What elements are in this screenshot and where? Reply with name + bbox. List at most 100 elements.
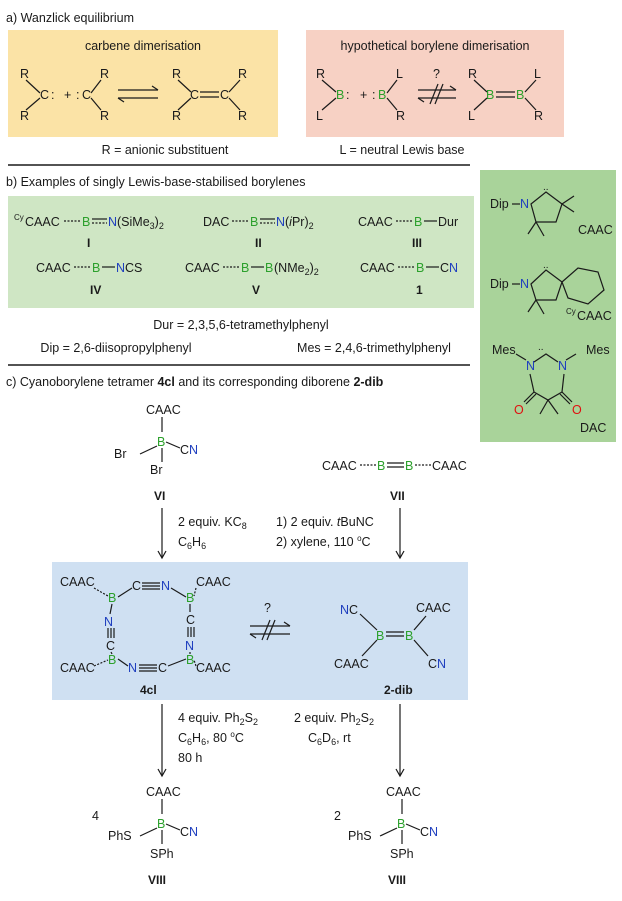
conditions-c6h6-80: C6H6, 80 oC [178, 730, 244, 747]
mes-definition: Mes = 2,4,6-trimethylphenyl [297, 341, 451, 355]
plus-sign: + [64, 88, 71, 102]
svg-text:PhS: PhS [108, 829, 132, 843]
svg-text:CAAC: CAAC [432, 459, 467, 473]
borylene-monomer-right: : B L R [372, 67, 405, 123]
svg-text:(iPr)2: (iPr)2 [285, 215, 314, 231]
svg-text:R: R [316, 67, 325, 81]
svg-text:CAAC: CAAC [360, 261, 395, 275]
svg-text:O: O [514, 403, 524, 417]
caac-structure: Dip N .. CAAC [490, 182, 613, 237]
label-VIII-right: VIII [388, 873, 406, 887]
svg-text:L: L [468, 109, 475, 123]
svg-text:(NMe2)2: (NMe2)2 [274, 261, 319, 277]
conditions-c6h6: C6H6 [178, 535, 206, 551]
conditions-4-ph2s2: 4 equiv. Ph2S2 [178, 711, 258, 727]
svg-text:B: B [157, 435, 165, 449]
svg-text::: : [51, 88, 54, 102]
cy-caac-structure: Dip N .. Cy CAAC [490, 260, 612, 323]
svg-text:R: R [20, 109, 29, 123]
carbene-panel [8, 30, 278, 137]
svg-text:C: C [190, 88, 199, 102]
svg-text:B: B [157, 817, 165, 831]
question-mark-2: ? [264, 601, 271, 615]
svg-text:R: R [238, 67, 247, 81]
svg-text:SPh: SPh [390, 847, 414, 861]
svg-text:N: N [189, 443, 198, 457]
svg-text:N: N [189, 825, 198, 839]
svg-text:CAAC: CAAC [578, 223, 613, 237]
borylene-panel [306, 30, 564, 137]
svg-text:Mes: Mes [492, 343, 516, 357]
reaction-arrow-right [395, 508, 405, 560]
svg-text:CAAC: CAAC [25, 215, 60, 229]
plus-sign-2: + [360, 88, 367, 102]
svg-text:N: N [128, 661, 137, 675]
svg-text:B: B [414, 215, 422, 229]
svg-text:CAAC: CAAC [36, 261, 71, 275]
label-VI: VI [154, 489, 165, 503]
label-4cl: 4cl [140, 683, 157, 697]
svg-text:B: B [92, 261, 100, 275]
label-VIII-left: VIII [148, 873, 166, 887]
label-V: V [252, 283, 260, 297]
svg-text:DAC: DAC [203, 215, 229, 229]
svg-text:N: N [185, 639, 194, 653]
question-mark: ? [433, 67, 440, 81]
svg-text:CAAC: CAAC [358, 215, 393, 229]
svg-text:CS: CS [125, 261, 142, 275]
svg-text::: : [372, 88, 375, 102]
svg-text:B: B [378, 88, 386, 102]
svg-text:B: B [108, 653, 116, 667]
section-a-heading: a) Wanzlick equilibrium [6, 11, 134, 25]
svg-text:B: B [265, 261, 273, 275]
svg-text:Br: Br [150, 463, 163, 477]
alkene-dimer: R R C C R R [172, 67, 247, 123]
conditions-kc8: 2 equiv. KC8 [178, 515, 247, 531]
svg-text:N: N [116, 261, 125, 275]
svg-text:B: B [376, 629, 384, 643]
svg-text:N: N [526, 359, 535, 373]
svg-text:B: B [377, 459, 385, 473]
dip-definition: Dip = 2,6-diisopropylphenyl [40, 341, 191, 355]
svg-text:B: B [336, 88, 344, 102]
svg-text:B: B [405, 459, 413, 473]
svg-text:C: C [349, 603, 358, 617]
compound-I: Cy CAAC B N (SiMe3)2 I [14, 213, 164, 250]
svg-text:..: .. [543, 260, 549, 271]
svg-text:C: C [220, 88, 229, 102]
svg-text:N: N [520, 197, 529, 211]
svg-text:R: R [20, 67, 29, 81]
section-b-heading: b) Examples of singly Lewis-base-stabili… [6, 175, 305, 189]
svg-text:L: L [396, 67, 403, 81]
svg-text:R: R [238, 109, 247, 123]
svg-text:R: R [172, 109, 181, 123]
diborene-dimer: R L B B L R [468, 67, 543, 123]
svg-text:B: B [250, 215, 258, 229]
svg-text:C: C [420, 825, 429, 839]
svg-text:CAAC: CAAC [416, 601, 451, 615]
svg-text:Dip: Dip [490, 197, 509, 211]
svg-text:C: C [40, 88, 49, 102]
svg-text:C: C [180, 825, 189, 839]
borylene-monomer-left: R L B : [316, 67, 349, 123]
svg-text:CAAC: CAAC [386, 785, 421, 799]
svg-text:SPh: SPh [150, 847, 174, 861]
svg-text:Cy: Cy [566, 307, 576, 316]
svg-text:4: 4 [92, 809, 99, 823]
label-I: I [87, 236, 90, 250]
borylene-panel-title: hypothetical borylene dimerisation [341, 39, 530, 53]
svg-text:Dip: Dip [490, 277, 509, 291]
svg-text:B: B [516, 88, 524, 102]
svg-text:L: L [316, 109, 323, 123]
svg-text:N: N [558, 359, 567, 373]
svg-text:N: N [437, 657, 446, 671]
label-VII: VII [390, 489, 405, 503]
label-1: 1 [416, 283, 423, 297]
svg-text:CAAC: CAAC [185, 261, 220, 275]
svg-text:N: N [108, 215, 117, 229]
svg-text:2: 2 [334, 809, 341, 823]
